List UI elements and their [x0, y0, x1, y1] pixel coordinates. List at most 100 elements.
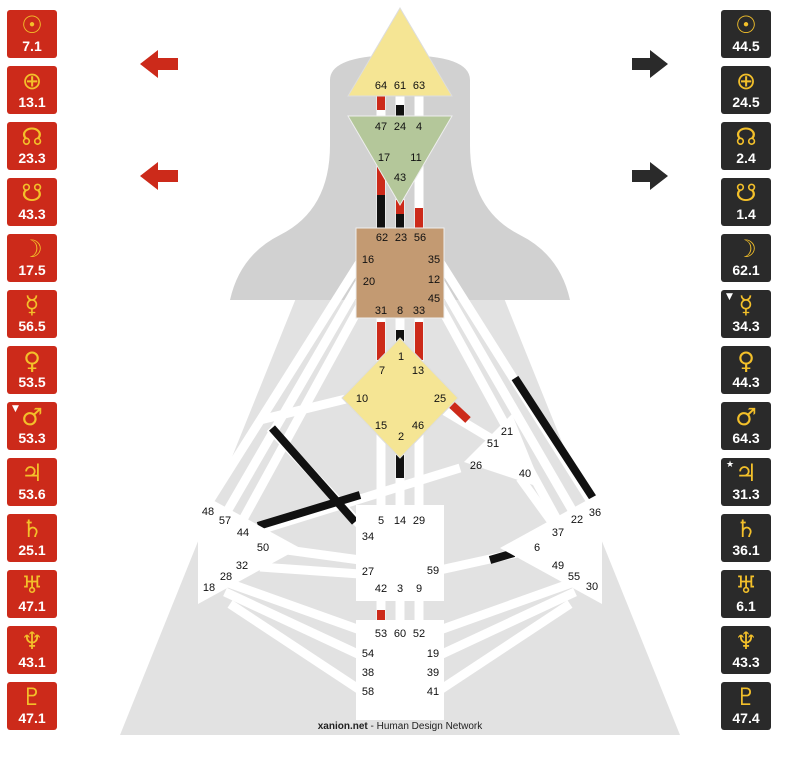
ajna-center	[347, 115, 453, 206]
design-planet-mars: ♂53.3▼	[7, 402, 57, 450]
planet-value: 62.1	[732, 262, 760, 278]
gate-58: 58	[362, 686, 374, 698]
gate-60: 60	[394, 628, 406, 640]
gate-53: 53	[375, 628, 387, 640]
gate-14: 14	[394, 515, 406, 527]
jupiter-icon: ♃	[21, 459, 43, 487]
gate-35: 35	[428, 254, 440, 266]
planet-value: 53.5	[18, 374, 46, 390]
gate-9: 9	[416, 583, 422, 595]
g-center	[341, 337, 459, 459]
planet-value: 53.6	[18, 486, 46, 502]
north-node-icon: ☊	[735, 123, 757, 151]
gate-36: 36	[589, 507, 601, 519]
personality-planet-mercury: ☿34.3▼	[721, 290, 771, 338]
gate-44: 44	[237, 527, 249, 539]
gate-23: 23	[395, 232, 407, 244]
personality-arrow-bottom	[632, 162, 668, 190]
planet-value: 43.3	[732, 654, 760, 670]
south-node-icon: ☋	[735, 179, 757, 207]
planet-value: 25.1	[18, 542, 46, 558]
planet-value: 47.4	[732, 710, 760, 726]
design-arrow-top	[140, 50, 178, 78]
gate-7: 7	[379, 365, 385, 377]
gate-38: 38	[362, 667, 374, 679]
gate-10: 10	[356, 393, 368, 405]
planet-value: 7.1	[22, 38, 42, 54]
gate-numbers: 64 61 63 47 24 4 17 11 43 62 23 56 16 35…	[202, 80, 601, 698]
design-planet-pluto: ♇47.1	[7, 682, 57, 730]
gate-39: 39	[427, 667, 439, 679]
gate-46: 46	[412, 420, 424, 432]
design-planet-earth: ⊕13.1	[7, 66, 57, 114]
design-planet-jupiter: ♃53.6	[7, 458, 57, 506]
gate-40: 40	[519, 468, 531, 480]
footer-brand[interactable]: xanion.net	[317, 721, 368, 732]
detriment-triangle-icon: ▼	[726, 292, 733, 302]
planet-value: 23.3	[18, 150, 46, 166]
gate-27: 27	[362, 566, 374, 578]
planet-value: 1.4	[736, 206, 756, 222]
gate-21: 21	[501, 426, 513, 438]
gate-13: 13	[412, 365, 424, 377]
planet-value: 2.4	[736, 150, 756, 166]
gate-50: 50	[257, 542, 269, 554]
pluto-icon: ♇	[735, 683, 757, 711]
gate-24: 24	[394, 121, 406, 133]
design-arrow-bottom	[140, 162, 178, 190]
gate-8: 8	[397, 305, 403, 317]
gate-62: 62	[376, 232, 388, 244]
gate-19: 19	[427, 648, 439, 660]
personality-planet-pluto: ♇47.4	[721, 682, 771, 730]
gate-1: 1	[398, 351, 404, 363]
footer-text: - Human Design Network	[367, 721, 483, 732]
gate-48: 48	[202, 506, 214, 518]
gate-2: 2	[398, 431, 404, 443]
gate-20: 20	[363, 276, 375, 288]
sacral-center	[356, 505, 444, 601]
uranus-icon: ♅	[21, 571, 43, 599]
gate-57: 57	[219, 515, 231, 527]
planet-value: 44.3	[732, 374, 760, 390]
planet-value: 13.1	[18, 94, 46, 110]
uranus-icon: ♅	[735, 571, 757, 599]
root-center	[356, 620, 444, 720]
moon-icon: ☽	[21, 235, 43, 263]
mars-icon: ♂	[21, 403, 43, 431]
planet-value: 36.1	[732, 542, 760, 558]
earth-icon: ⊕	[735, 67, 757, 95]
personality-planet-jupiter: ♃31.3★	[721, 458, 771, 506]
personality-arrow-top	[632, 50, 668, 78]
planet-value: 31.3	[732, 486, 760, 502]
gate-11: 11	[410, 152, 421, 164]
gate-42: 42	[375, 583, 387, 595]
planet-value: 43.1	[18, 654, 46, 670]
neptune-icon: ♆	[21, 627, 43, 655]
design-planet-venus: ♀53.5	[7, 346, 57, 394]
gate-28: 28	[220, 571, 232, 583]
sun-icon: ☉	[21, 11, 43, 39]
gate-51: 51	[487, 438, 499, 450]
design-planet-south-node: ☋43.3	[7, 178, 57, 226]
gate-31: 31	[375, 305, 387, 317]
jupiter-icon: ♃	[735, 459, 757, 487]
design-planet-moon: ☽17.5	[7, 234, 57, 282]
gate-32: 32	[236, 560, 248, 572]
gate-17: 17	[378, 152, 390, 164]
saturn-icon: ♄	[21, 515, 43, 543]
planet-value: 6.1	[736, 598, 756, 614]
gate-30: 30	[586, 581, 598, 593]
ego-center	[464, 414, 542, 488]
gate-15: 15	[375, 420, 387, 432]
design-planet-neptune: ♆43.1	[7, 626, 57, 674]
gate-49: 49	[552, 560, 564, 572]
personality-planet-sun: ☉44.5	[721, 10, 771, 58]
venus-icon: ♀	[737, 347, 755, 375]
head-center	[347, 7, 453, 97]
gate-52: 52	[413, 628, 425, 640]
gate-29: 29	[413, 515, 425, 527]
gate-56: 56	[414, 232, 426, 244]
gate-54: 54	[362, 648, 374, 660]
spleen-center	[198, 492, 300, 604]
design-planet-sun: ☉7.1	[7, 10, 57, 58]
